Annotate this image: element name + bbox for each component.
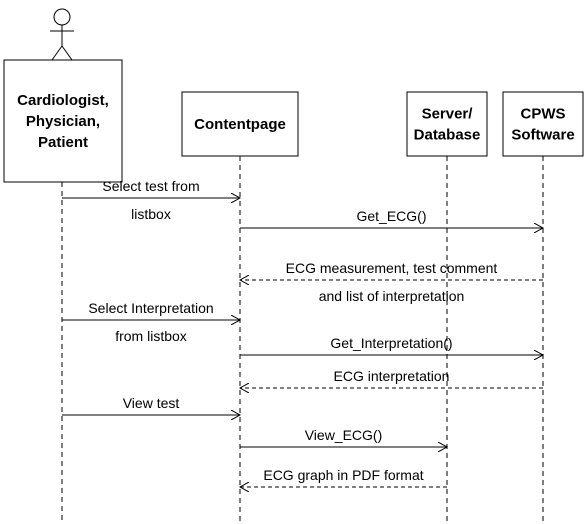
participant-box <box>181 91 299 157</box>
actor-head <box>53 8 71 26</box>
participant-actor: Cardiologist, Physician, Patient <box>3 59 123 183</box>
message-label: ECG measurement, test comment <box>286 260 498 276</box>
message-label: View test <box>123 395 180 411</box>
participant-cpws: CPWS Software <box>502 91 584 157</box>
participant-box <box>502 91 584 157</box>
participant-label: CPWS <box>521 106 566 123</box>
participant-label: Software <box>511 127 574 144</box>
message-label: ECG graph in PDF format <box>263 467 423 483</box>
message-7: View test <box>62 395 240 415</box>
message-1: Select test from listbox <box>62 178 240 222</box>
participant-label: Patient <box>38 134 88 151</box>
message-label: ECG interpretation <box>334 368 450 384</box>
message-label: View_ECG() <box>305 427 383 443</box>
message-4: Select Interpretation from listbox <box>62 300 240 344</box>
participant-label: Cardiologist, <box>17 92 109 109</box>
message-label: Get_ECG() <box>356 208 426 224</box>
message-6: ECG interpretation <box>240 368 543 388</box>
message-label: from listbox <box>115 328 187 344</box>
participant-label: Server/ <box>422 106 474 123</box>
message-label: listbox <box>131 206 171 222</box>
participant-label: Database <box>414 127 481 144</box>
message-9: ECG graph in PDF format <box>240 467 447 487</box>
participant-label: Physician, <box>26 113 100 130</box>
message-label: and list of interpretation <box>319 288 465 304</box>
participant-box <box>3 59 123 183</box>
message-label: Get_Interpretation() <box>330 335 452 351</box>
participant-label: Contentpage <box>194 116 286 133</box>
message-3: ECG measurement, test comment and list of… <box>240 260 543 304</box>
message-label: Select Interpretation <box>88 300 213 316</box>
participant-box <box>406 91 488 157</box>
message-5: Get_Interpretation() <box>240 335 543 355</box>
message-8: View_ECG() <box>240 427 447 447</box>
message-2: Get_ECG() <box>240 208 543 228</box>
participant-server: Server/Database <box>406 91 488 157</box>
message-label: Select test from <box>102 178 199 194</box>
actor-right-leg <box>61 45 73 61</box>
actor-left-leg <box>51 45 63 61</box>
participant-contentpage: Contentpage <box>181 91 299 157</box>
